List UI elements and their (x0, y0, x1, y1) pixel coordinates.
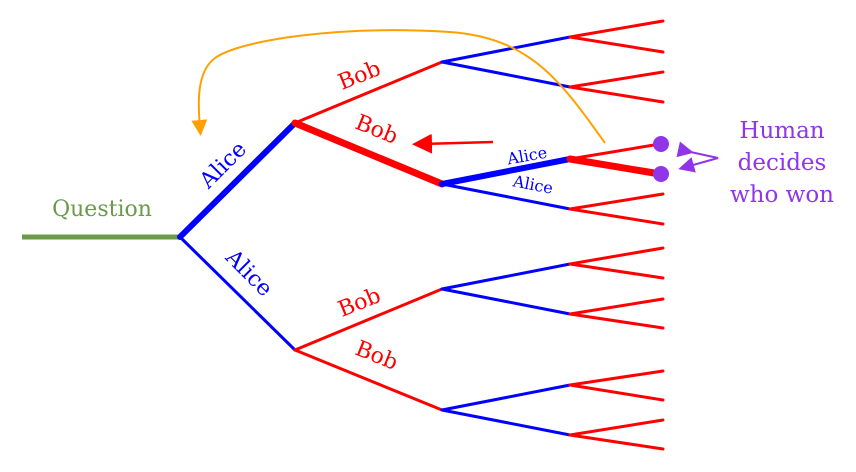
alice-edge-top (177, 120, 298, 240)
human-line-3: who won (730, 182, 834, 208)
judged-leaf-1 (653, 136, 669, 152)
human-line-2: decides (738, 150, 827, 176)
bob-label-2: Bob (352, 110, 402, 149)
feedback-arrow (191, 29, 606, 144)
bob-edges (291, 60, 446, 412)
alice-edge-bottom (178, 235, 297, 352)
human-line-1: Human (739, 118, 824, 144)
alice-label-top: Alice (194, 137, 251, 194)
alice-level3-edges (439, 35, 573, 437)
judged-leaf-2 (653, 166, 669, 182)
question-label: Question (52, 197, 152, 222)
human-arrow (676, 141, 719, 173)
red-arrow (412, 133, 494, 154)
bob-level4-edges (566, 19, 665, 451)
bob-label-4: Bob (352, 336, 402, 375)
alice-small-label-2: Alice (511, 171, 555, 198)
human-decides-label: Human decides who won (730, 118, 834, 208)
alice-label-bottom: Alice (219, 244, 276, 301)
